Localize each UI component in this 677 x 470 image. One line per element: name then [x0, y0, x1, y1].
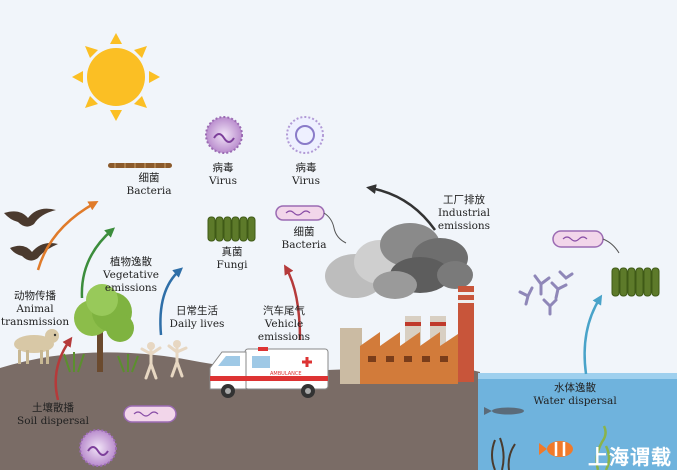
smoke-icon [325, 223, 473, 299]
vehicle-arrow [283, 264, 302, 341]
factory-icon [340, 286, 474, 384]
seaweed-icon [595, 425, 611, 470]
industrial-arrow [366, 184, 437, 231]
virus-icon [79, 429, 117, 467]
sun-icon [72, 33, 160, 121]
virus-icon [205, 116, 243, 154]
seaweed-icon [491, 437, 516, 470]
ambulance-icon: AMBULANCE [209, 347, 329, 398]
watermark: 上海谓载 [588, 445, 672, 469]
people-icon [140, 340, 188, 380]
antibody-icon [518, 270, 574, 316]
ambulance-text: AMBULANCE [270, 371, 302, 377]
fungi-icon [611, 267, 660, 297]
fish-icon [484, 407, 573, 457]
water-arrow [583, 294, 603, 375]
bacteria-icon [123, 405, 177, 423]
animal-arrow [36, 201, 99, 271]
virus-icon [286, 116, 324, 154]
vegetative-arrow [80, 227, 116, 299]
soil-arrow [54, 336, 73, 401]
dog-icon [14, 329, 59, 364]
fungi-icon [207, 216, 256, 242]
tree-icon [74, 284, 134, 372]
bacteria-icon [108, 163, 172, 168]
bacteria-icon [552, 230, 620, 254]
bacteria-icon [275, 205, 347, 244]
bird-icon [4, 208, 58, 261]
daily-arrow [159, 267, 184, 336]
grass-icon [63, 352, 139, 373]
